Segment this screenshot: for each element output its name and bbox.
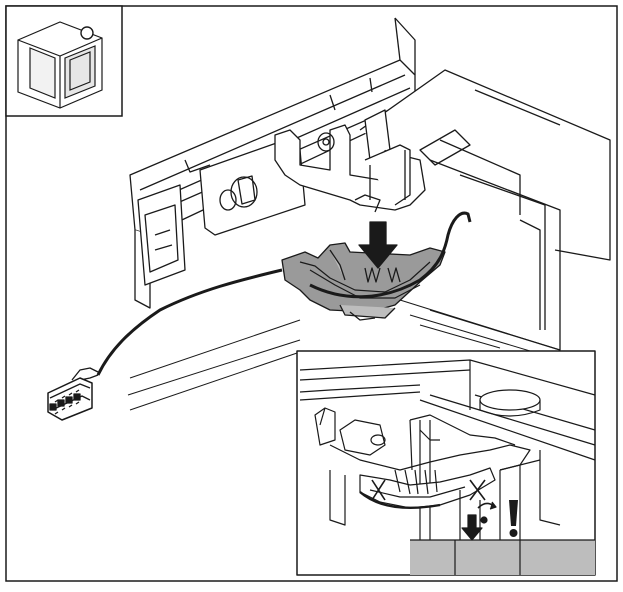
inset-grey-panel <box>410 540 595 575</box>
inset-cross-mark-right <box>469 479 486 501</box>
inset-hinge-arm <box>314 407 531 471</box>
detail-inset-view <box>296 350 596 576</box>
hinge-bracket <box>364 144 411 206</box>
locator-highlight-circle <box>80 26 94 40</box>
warning-exclamation-icon <box>509 500 518 537</box>
wire-connector-plug-icon <box>47 367 99 421</box>
inset-down-arrow-icon <box>461 514 483 541</box>
cabinet-corner-locator-icon <box>5 5 123 117</box>
inset-cross-mark-left <box>371 479 386 501</box>
cable-guide-clip <box>281 242 446 321</box>
wire-cable <box>96 211 472 376</box>
down-arrow-icon <box>358 221 398 269</box>
screw-hole-left <box>219 189 237 211</box>
inset-cable-clip <box>359 467 496 509</box>
hinge-screw-top <box>317 132 335 152</box>
cabinet-body <box>359 69 611 351</box>
rotate-hint-icon <box>477 501 497 524</box>
cabinet-side-panel <box>134 184 186 309</box>
main-assembly-view <box>47 17 611 421</box>
